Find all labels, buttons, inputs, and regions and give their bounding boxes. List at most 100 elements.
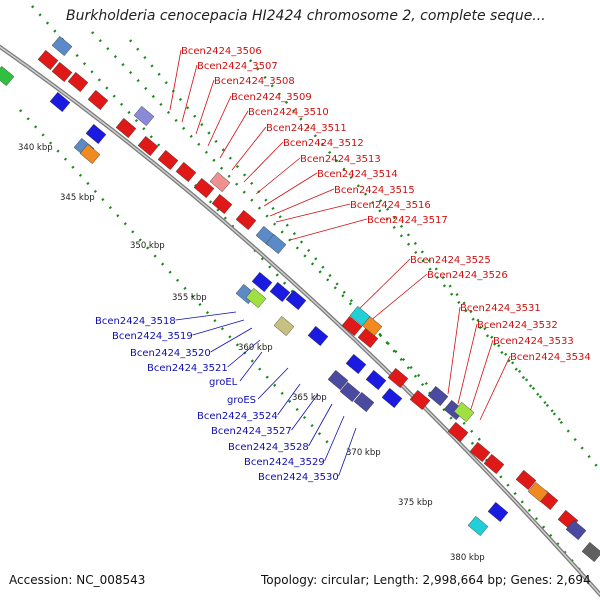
callout-fwd-14: [447, 306, 461, 395]
gene-label-rev-3[interactable]: Bcen2424_3521: [147, 363, 228, 374]
tick-label-2: 350 kbp: [130, 241, 165, 251]
gene-label-fwd-2[interactable]: Bcen2424_3508: [214, 76, 295, 87]
callout-fwd-16: [469, 339, 494, 413]
gene-label-rev-10[interactable]: Bcen2424_3530: [258, 472, 339, 483]
gene-label-fwd-11[interactable]: Bcen2424_3517: [367, 215, 448, 226]
gene-feature-13: [387, 367, 409, 389]
gene-feature-52: [0, 65, 15, 87]
gene-label-fwd-12[interactable]: Bcen2424_3525: [410, 255, 491, 266]
callout-fwd-13: [363, 273, 428, 327]
gene-label-fwd-16[interactable]: Bcen2424_3533: [493, 336, 574, 347]
tick-label-0: 340 kbp: [18, 143, 53, 153]
gene-feature-16: [469, 441, 491, 463]
gene-feature-32: [339, 381, 361, 403]
callout-fwd-15: [457, 323, 478, 405]
callout-fwd-11: [289, 218, 368, 241]
gene-feature-48: [245, 287, 267, 309]
tick-label-6: 370 kbp: [346, 448, 381, 458]
gene-feature-10: [235, 209, 257, 231]
callout-rev-4: [239, 351, 263, 382]
gene-feature-0: [37, 49, 59, 71]
gene-label-fwd-1[interactable]: Bcen2424_3507: [197, 61, 278, 72]
callout-fwd-9: [269, 188, 335, 217]
gene-feature-17: [483, 453, 505, 475]
callout-fwd-8: [263, 172, 318, 207]
callout-fwd-12: [351, 258, 411, 317]
gene-feature-4: [115, 117, 137, 139]
gene-label-fwd-4[interactable]: Bcen2424_3510: [248, 107, 329, 118]
gene-feature-27: [345, 353, 367, 375]
gene-feature-45: [349, 305, 371, 327]
gene-feature-21: [49, 91, 71, 113]
callout-rev-9: [324, 415, 345, 462]
callout-rev-8: [308, 403, 333, 447]
gene-feature-28: [365, 369, 387, 391]
gene-label-rev-5[interactable]: groES: [227, 395, 256, 406]
gene-feature-18: [515, 469, 537, 491]
tick-label-5: 365 kbp: [292, 393, 327, 403]
callout-fwd-3: [207, 95, 232, 147]
backbone-inner: [0, 46, 600, 596]
gene-feature-7: [175, 161, 197, 183]
gene-feature-15: [447, 421, 469, 443]
gene-feature-1: [51, 61, 73, 83]
gene-feature-11: [341, 315, 363, 337]
gene-feature-33: [353, 391, 375, 413]
callout-rev-6: [277, 383, 301, 416]
gene-feature-36: [565, 519, 587, 541]
tick-label-4: 360 kbp: [238, 343, 273, 353]
gene-label-fwd-7[interactable]: Bcen2424_3513: [300, 154, 381, 165]
gene-feature-6: [157, 149, 179, 171]
gene-label-rev-0[interactable]: Bcen2424_3518: [95, 316, 176, 327]
gene-feature-53: [581, 541, 600, 563]
callout-fwd-5: [231, 126, 267, 171]
gene-label-fwd-9[interactable]: Bcen2424_3515: [334, 185, 415, 196]
gene-feature-8: [193, 177, 215, 199]
gene-feature-51: [133, 105, 155, 127]
gene-feature-34: [427, 385, 449, 407]
gene-label-rev-2[interactable]: Bcen2424_3520: [130, 348, 211, 359]
tick-label-1: 345 kbp: [60, 193, 95, 203]
callout-fwd-0: [169, 49, 182, 111]
gene-feature-37: [51, 35, 73, 57]
gene-labels: Bcen2424_3506Bcen2424_3507Bcen2424_3508B…: [95, 46, 591, 483]
gene-feature-42: [79, 143, 101, 165]
gene-label-fwd-17[interactable]: Bcen2424_3534: [510, 352, 591, 363]
gene-feature-29: [381, 387, 403, 409]
gene-label-rev-9[interactable]: Bcen2424_3529: [244, 457, 325, 468]
gene-label-fwd-5[interactable]: Bcen2424_3511: [266, 123, 347, 134]
gene-feature-9: [211, 193, 233, 215]
gene-label-fwd-13[interactable]: Bcen2424_3526: [427, 270, 508, 281]
gc-content-dots: [19, 5, 600, 571]
accession-text: Accession: NC_008543: [9, 573, 146, 587]
gene-feature-44: [527, 481, 549, 503]
tick-label-7: 375 kbp: [398, 498, 433, 508]
callout-rev-0: [175, 311, 237, 321]
gene-label-rev-6[interactable]: Bcen2424_3524: [197, 411, 278, 422]
gene-feature-50: [209, 171, 231, 193]
gene-label-fwd-3[interactable]: Bcen2424_3509: [231, 92, 312, 103]
gene-label-fwd-10[interactable]: Bcen2424_3516: [350, 200, 431, 211]
gene-label-rev-4[interactable]: groEL: [209, 377, 238, 388]
gene-label-rev-1[interactable]: Bcen2424_3519: [112, 331, 193, 342]
scale-ticks: 340 kbp 345 kbp 350 kbp 355 kbp 360 kbp 365 k…: [18, 143, 485, 563]
gene-label-fwd-8[interactable]: Bcen2424_3514: [317, 169, 398, 180]
callout-rev-7: [291, 393, 319, 431]
tick-label-3: 355 kbp: [172, 293, 207, 303]
topology-summary: Topology: circular; Length: 2,998,664 bp…: [261, 573, 591, 587]
gene-feature-25: [285, 289, 307, 311]
callout-rev-5: [257, 367, 289, 400]
gene-label-rev-7[interactable]: Bcen2424_3527: [211, 426, 292, 437]
gene-feature-22: [85, 123, 107, 145]
gene-label-rev-8[interactable]: Bcen2424_3528: [228, 442, 309, 453]
callout-fwd-4: [219, 110, 249, 159]
gene-label-fwd-15[interactable]: Bcen2424_3532: [477, 320, 558, 331]
gene-label-fwd-0[interactable]: Bcen2424_3506: [181, 46, 262, 57]
gc-track-5: [379, 199, 600, 471]
gene-label-fwd-6[interactable]: Bcen2424_3512: [283, 138, 364, 149]
callout-fwd-10: [275, 203, 351, 223]
callout-rev-10: [338, 427, 357, 477]
gene-label-fwd-14[interactable]: Bcen2424_3531: [460, 303, 541, 314]
callout-rev-3: [227, 339, 261, 368]
